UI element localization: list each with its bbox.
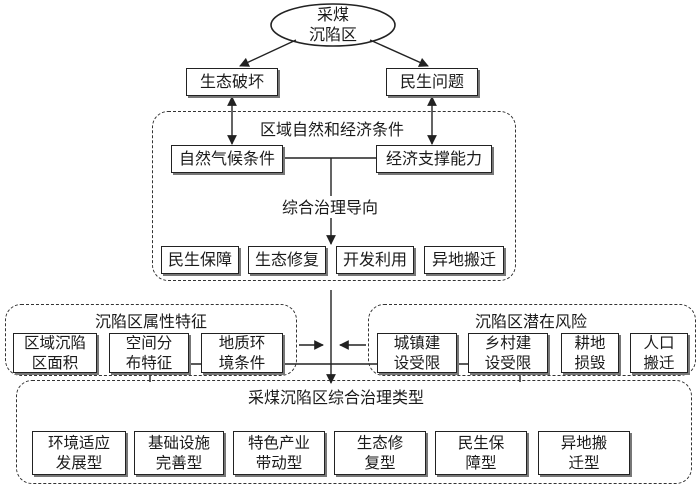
- root-label: 采煤 沉陷区: [308, 5, 357, 44]
- attributes-group: [5, 304, 297, 376]
- types-title: 采煤沉陷区综合治理类型: [247, 388, 424, 407]
- arrow-root-to-livelihood: [369, 39, 429, 67]
- attributes-title: 沉陷区属性特征: [94, 312, 207, 331]
- type-infrastructure: 基础设施 完善型: [134, 431, 224, 475]
- livelihood-node: 民生问题: [386, 68, 478, 96]
- types-group: [16, 380, 692, 484]
- risk-relocation: 人口 搬迁: [630, 333, 688, 373]
- economic-node: 经济支撑能力: [376, 145, 492, 173]
- natural-node: 自然气候条件: [171, 145, 283, 173]
- measure-development: 开发利用: [336, 246, 414, 274]
- measure-ecology: 生态修复: [248, 246, 326, 274]
- type-ecology: 生态修 复型: [334, 431, 426, 475]
- arrow-root-to-eco: [239, 39, 297, 67]
- guide-label: 综合治理导向: [270, 198, 390, 218]
- attribute-area: 区域沉陷 区面积: [13, 333, 97, 373]
- eco-damage-node: 生态破坏: [186, 68, 278, 96]
- conditions-group: [152, 111, 516, 281]
- attribute-geology: 地质环 境条件: [201, 333, 283, 373]
- type-relocation: 异地搬 迁型: [538, 431, 630, 475]
- branch-to-types: [149, 363, 521, 382]
- risks-group: [368, 304, 696, 376]
- measure-livelihood: 民生保障: [161, 246, 239, 274]
- attribute-distribution: 空间分 布特征: [109, 333, 189, 373]
- type-livelihood: 民生保 障型: [435, 431, 527, 475]
- conditions-title: 区域自然和经济条件: [259, 120, 404, 139]
- risk-farmland: 耕地 损毁: [561, 333, 619, 373]
- root-ellipse: [270, 3, 396, 47]
- type-environment: 环境适应 发展型: [32, 431, 126, 475]
- measure-relocation: 异地搬迁: [424, 246, 504, 274]
- risks-title: 沉陷区潜在风险: [474, 312, 587, 331]
- risk-urban: 城镇建 设受限: [377, 333, 457, 373]
- risk-rural: 乡村建 设受限: [468, 333, 548, 373]
- type-industry: 特色产业 带动型: [233, 431, 325, 475]
